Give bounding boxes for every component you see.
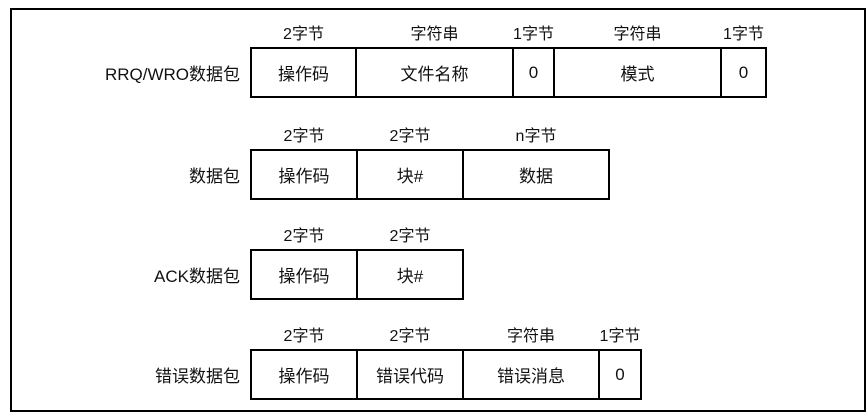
field-cell: 0 [720,47,767,98]
field-size-headers: 2字节 2字节 [250,226,868,249]
packet-row-1: 数据包 2字节 2字节 n字节操作码块#数据 [0,126,868,200]
packet-row-2: ACK数据包 2字节 2字节操作码块# [0,226,868,300]
field-size-headers: 2字节 字符串 1字节 字符串 1字节 [250,24,868,47]
field-size-headers: 2字节 2字节 字符串 1字节 [250,326,868,349]
field-size-label: 2字节 [283,228,325,245]
field-cell: 数据 [462,149,610,200]
field-size-label: 字符串 [410,26,459,43]
field-size-headers: 2字节 2字节 n字节 [250,126,868,149]
packet-row-label: 错误数据包 [155,367,240,386]
field-cell: 操作码 [250,349,358,400]
field-size-label: 字符串 [613,26,662,43]
field-cell: 错误代码 [356,349,464,400]
field-size-label: 2字节 [283,26,324,43]
field-cell: 0 [512,47,555,98]
field-size-label: 2字节 [283,128,325,145]
field-cell: 文件名称 [355,47,514,98]
field-size-label: 2字节 [389,128,431,145]
field-size-label: 2字节 [389,228,431,245]
packet-row-label: RRQ/WRO数据包 [104,65,240,84]
field-size-label: 1字节 [723,26,764,43]
field-size-label: 1字节 [513,26,554,43]
packet-fields: 2字节 2字节操作码块# [250,226,868,300]
field-cells: 操作码块# [250,249,868,300]
packet-row-label: 数据包 [189,167,240,186]
field-cell: 块# [356,249,464,300]
field-cell: 错误消息 [462,349,600,400]
field-cell: 操作码 [250,249,358,300]
field-cell: 操作码 [250,149,358,200]
field-size-label: 字符串 [506,328,555,345]
field-size-label: 2字节 [283,328,325,345]
field-cell: 操作码 [250,47,357,98]
field-cell: 模式 [553,47,722,98]
field-cell: 块# [356,149,464,200]
field-cells: 操作码块#数据 [250,149,868,200]
field-size-label: 2字节 [389,328,431,345]
field-size-label: n字节 [515,128,557,145]
packet-row-label: ACK数据包 [154,267,240,286]
field-cell: 0 [598,349,642,400]
packet-fields: 2字节 2字节 n字节操作码块#数据 [250,126,868,200]
field-size-label: 1字节 [599,328,641,345]
